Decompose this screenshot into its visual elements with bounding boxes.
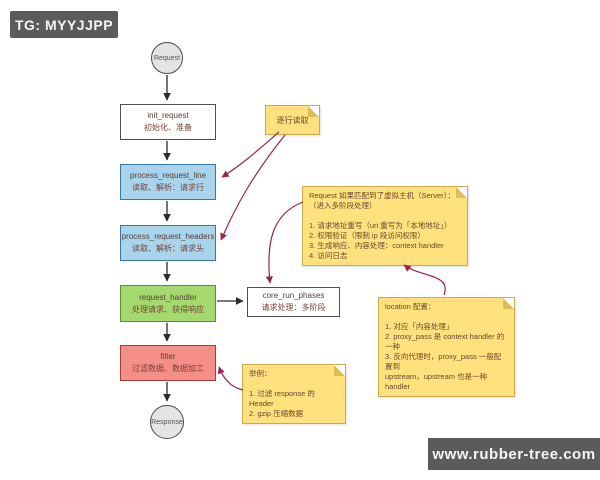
link-note1-to-headers: [220, 134, 286, 241]
flow-end-label: Response: [151, 418, 183, 426]
folded-corner-icon: [334, 365, 345, 376]
watermark-badge-top: TG: MYYJJPP: [10, 11, 118, 38]
note-line-by-line-read: 逐行读取: [265, 105, 320, 135]
node-subtitle: 读取、解析：请求头: [132, 244, 204, 253]
note-filter-examples: 举例： 1. 过滤 response 的 Header 2. gzip 压缩数据: [242, 364, 346, 424]
node-subtitle: 请求处理：多阶段: [261, 303, 326, 312]
node-subtitle: 过滤数据、数据加工: [132, 364, 204, 373]
flow-start-label: Request: [153, 54, 181, 62]
note-text: 逐行读取: [276, 116, 309, 125]
node-request-handler: request_handler 处理请求、获得响应: [120, 285, 216, 322]
node-title: process_request_line: [129, 171, 207, 180]
note-virtual-host-phases: Request 如果匹配到了虚拟主机（Server）： （进入多阶段处理） 1.…: [302, 186, 468, 266]
link-note4-to-filter: [217, 366, 244, 391]
link-note2-to-core: [265, 201, 304, 284]
flow-start-node: Request: [151, 42, 183, 74]
node-init-request: init_request 初始化、准备: [120, 104, 216, 140]
node-title: core_run_phases: [262, 291, 325, 300]
watermark-badge-bottom: www.rubber-tree.com: [428, 438, 600, 470]
node-title: process_request_headers: [121, 232, 215, 241]
node-process-request-headers: process_request_headers 读取、解析：请求头: [120, 225, 216, 261]
node-title: init_request: [147, 111, 189, 120]
folded-corner-icon: [308, 106, 319, 117]
node-title: filter: [160, 352, 176, 361]
folded-corner-icon: [456, 187, 467, 198]
node-subtitle: 初始化、准备: [144, 123, 192, 132]
node-core-run-phases: core_run_phases 请求处理：多阶段: [247, 287, 340, 317]
flow-end-node: Response: [150, 405, 184, 439]
node-filter: filter 过滤数据、数据加工: [120, 345, 216, 381]
note-text: 举例： 1. 过滤 response 的 Header 2. gzip 压缩数据: [249, 369, 315, 418]
note-text: Request 如果匹配到了虚拟主机（Server）： （进入多阶段处理） 1.…: [309, 191, 455, 260]
folded-corner-icon: [503, 298, 514, 309]
node-subtitle: 处理请求、获得响应: [132, 304, 204, 314]
note-text: location 配置： 1. 对应「内容处理」 2. proxy_pass 是…: [385, 302, 505, 391]
node-process-request-line: process_request_line 读取、解析：请求行: [120, 164, 216, 200]
link-note1-to-line: [221, 131, 280, 178]
link-note3-to-note2: [403, 264, 446, 296]
note-location-config: location 配置： 1. 对应「内容处理」 2. proxy_pass 是…: [378, 297, 515, 397]
node-title: request_handler: [139, 292, 197, 302]
node-subtitle: 读取、解析：请求行: [132, 183, 204, 192]
